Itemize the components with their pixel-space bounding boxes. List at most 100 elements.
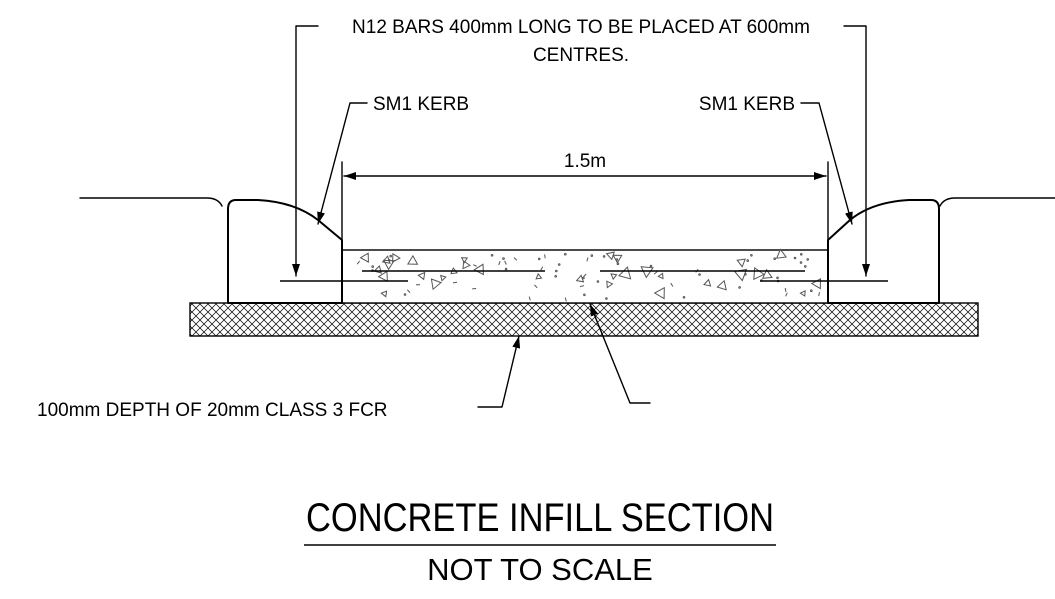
- ground-line-left: [79, 197, 223, 207]
- width-dimension-label: 1.5m: [564, 151, 606, 172]
- kerb-right: [827, 199, 940, 304]
- aggregate-mark: [504, 260, 507, 265]
- aggregate-mark: [356, 260, 361, 265]
- aggregate-mark: [417, 271, 426, 281]
- aggregate-mark: [452, 281, 458, 284]
- aggregate-mark: [544, 254, 546, 259]
- aggregate-mark: [586, 257, 589, 262]
- aggregate-mark: [555, 269, 558, 273]
- bars-note-line2: CENTRES.: [533, 45, 629, 66]
- aggregate-mark: [750, 254, 753, 257]
- aggregate-mark: [761, 268, 773, 279]
- aggregate-mark: [407, 254, 419, 265]
- aggregate-mark: [784, 287, 787, 292]
- kerb-label-right: SM1 KERB: [699, 94, 795, 115]
- aggregate-mark: [534, 284, 538, 289]
- aggregate-mark: [606, 280, 614, 289]
- aggregate-mark: [657, 272, 664, 280]
- aggregate-mark: [583, 273, 587, 278]
- concrete-aggregate-texture: [356, 248, 822, 302]
- aggregate-mark: [513, 257, 518, 261]
- aggregate-mark: [682, 296, 686, 299]
- aggregate-mark: [528, 296, 531, 301]
- drawing-subtitle: NOT TO SCALE: [427, 552, 653, 587]
- kerb-label-left: SM1 KERB: [373, 94, 469, 115]
- aggregate-mark: [799, 261, 803, 264]
- aggregate-mark: [653, 271, 658, 275]
- aggregate-mark: [703, 278, 712, 287]
- aggregate-mark: [590, 254, 594, 257]
- kerb-leader-right: [800, 102, 853, 225]
- concrete-leader: [589, 303, 651, 404]
- aggregate-mark: [616, 262, 620, 266]
- aggregate-mark: [430, 278, 442, 291]
- drawing-title: CONCRETE INFILL SECTION: [306, 496, 774, 540]
- aggregate-mark: [490, 254, 494, 257]
- aggregate-mark: [460, 257, 469, 264]
- aggregate-mark: [670, 282, 674, 287]
- aggregate-mark: [602, 255, 606, 258]
- ground-line-right: [939, 197, 1055, 207]
- bars-note-line1: N12 BARS 400mm LONG TO BE PLACED AT 600m…: [352, 17, 810, 38]
- aggregate-mark: [381, 255, 391, 264]
- aggregate-mark: [540, 266, 544, 271]
- aggregate-mark: [698, 273, 701, 276]
- aggregate-mark: [537, 257, 541, 261]
- aggregate-mark: [736, 258, 746, 268]
- aggregate-mark: [582, 276, 585, 280]
- aggregate-mark: [716, 279, 727, 291]
- aggregate-mark: [799, 289, 806, 297]
- base-layer-leader: [477, 335, 521, 408]
- aggregate-mark: [380, 290, 388, 298]
- aggregate-mark: [775, 248, 788, 259]
- kerb-leader-left: [317, 102, 368, 225]
- aggregate-mark: [605, 297, 608, 300]
- aggregate-mark: [502, 257, 505, 260]
- aggregate-mark: [564, 297, 567, 302]
- aggregate-mark: [440, 274, 447, 282]
- aggregate-mark: [738, 286, 741, 289]
- aggregate-mark: [610, 273, 618, 281]
- aggregate-mark: [557, 263, 561, 266]
- aggregate-mark: [615, 258, 619, 261]
- aggregate-mark: [653, 286, 665, 300]
- aggregate-mark: [359, 252, 369, 263]
- bars-leader-left: [292, 25, 319, 277]
- aggregate-mark: [554, 275, 558, 278]
- aggregate-mark: [746, 259, 750, 262]
- aggregate-mark: [596, 280, 600, 283]
- aggregate-mark: [406, 289, 411, 293]
- aggregate-mark: [462, 260, 471, 270]
- base-layer-label: 100mm DEPTH OF 20mm CLASS 3 FCR: [37, 400, 388, 421]
- aggregate-mark: [818, 292, 820, 297]
- aggregate-mark: [649, 264, 653, 268]
- aggregate-mark: [564, 252, 567, 256]
- aggregate-mark: [473, 263, 484, 276]
- aggregate-mark: [806, 258, 810, 261]
- aggregate-mark: [389, 254, 393, 258]
- aggregate-mark: [504, 267, 508, 271]
- aggregate-mark: [373, 265, 383, 274]
- aggregate-mark: [776, 276, 779, 280]
- aggregate-mark: [472, 264, 478, 267]
- aggregate-mark: [377, 270, 388, 283]
- aggregate-mark: [498, 261, 501, 266]
- fcr-base-layer: [189, 302, 979, 337]
- aggregate-mark: [793, 256, 797, 260]
- bars-leader-right: [843, 25, 870, 277]
- aggregate-mark: [810, 289, 813, 293]
- aggregate-mark: [392, 252, 401, 263]
- aggregate-mark: [773, 257, 777, 261]
- aggregate-mark: [403, 293, 407, 296]
- kerb-left: [227, 199, 343, 304]
- aggregate-mark: [579, 285, 585, 288]
- aggregate-mark: [800, 253, 803, 256]
- aggregate-mark: [583, 293, 586, 297]
- aggregate-mark: [371, 265, 375, 268]
- aggregate-mark: [785, 292, 788, 297]
- aggregate-mark: [640, 266, 654, 279]
- aggregate-mark: [612, 254, 623, 264]
- aggregate-mark: [535, 272, 543, 280]
- aggregate-mark: [804, 265, 807, 268]
